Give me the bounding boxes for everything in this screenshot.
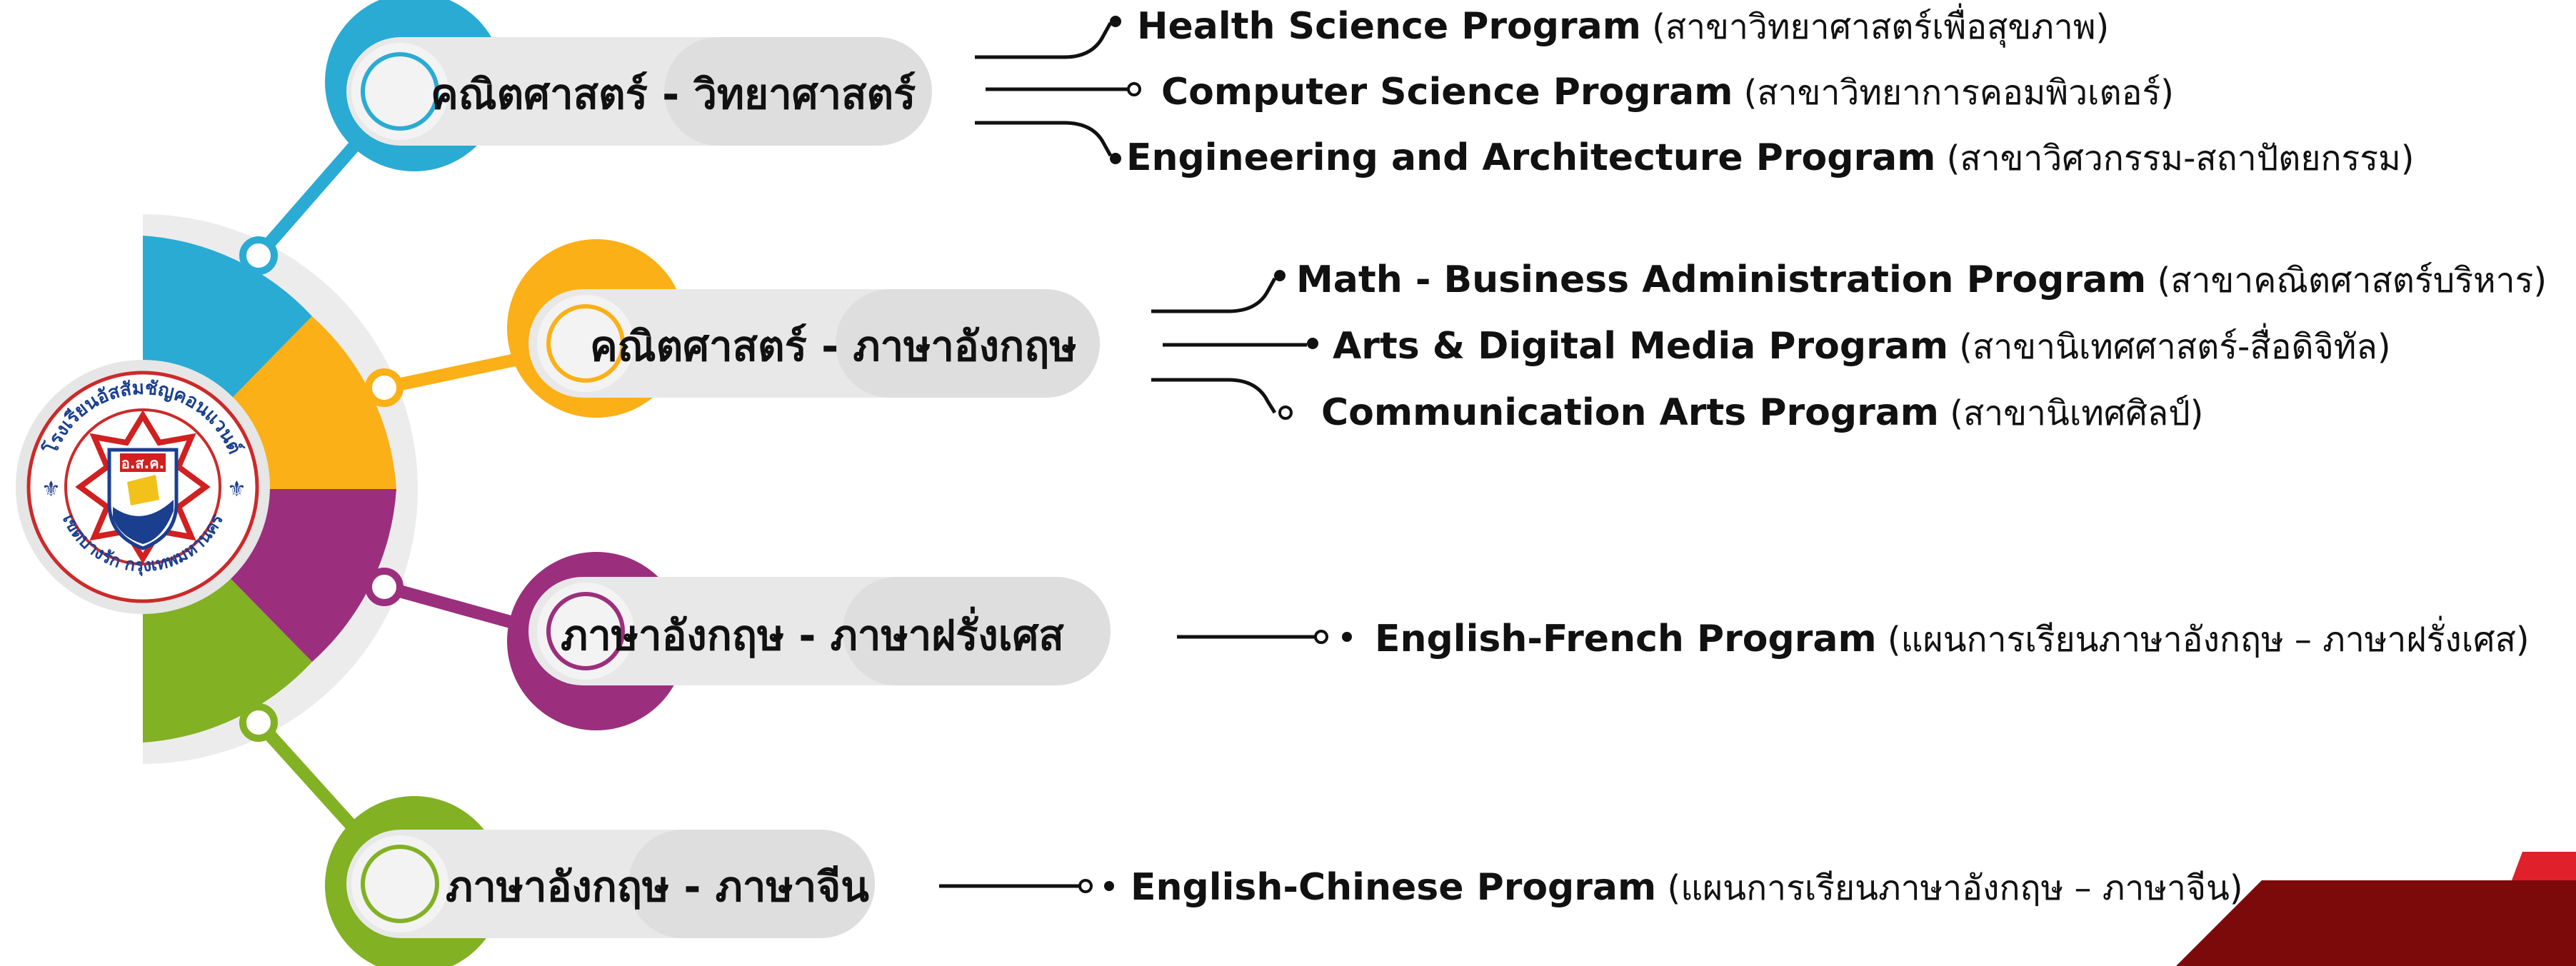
branch-title-2: คณิตศาสตร์ - ภาษาอังกฤษ <box>590 322 1077 371</box>
connector-dot-1 <box>239 236 278 275</box>
connector-dot-4 <box>239 703 278 742</box>
corner-decoration <box>2176 852 2576 966</box>
bracket-branch-4 <box>939 879 1114 893</box>
connector-dot-2 <box>365 368 404 407</box>
bracket-branch-3 <box>1177 630 1352 644</box>
fleur-de-lis-icon-left: ⚜ <box>41 477 61 502</box>
program-label: Communication Arts Program (สาขานิเทศศิล… <box>1321 391 2204 434</box>
bracket-dots-2 <box>1274 270 1318 420</box>
connector-dot-3 <box>365 568 404 606</box>
program-label: Health Science Program (สาขาวิทยาศาสตร์เ… <box>1137 5 2110 48</box>
branch-title-3: ภาษาอังกฤษ - ภาษาฝรั่งเศส <box>561 611 1064 660</box>
branch-node-3 <box>507 552 1111 730</box>
program-label: English-Chinese Program (แผนการเรียนภาษา… <box>1131 866 2243 909</box>
bracket-branch-2 <box>1151 277 1307 414</box>
program-label: Computer Science Program (สาขาวิทยาการคอ… <box>1161 71 2174 114</box>
branch-title-1: คณิตศาสตร์ - วิทยาศาสตร์ <box>431 70 916 119</box>
logo-emblem-text: อ.ส.ค. <box>121 455 164 472</box>
branch-node-4 <box>325 796 875 966</box>
program-label: English-French Program (แผนการเรียนภาษาอ… <box>1375 618 2530 660</box>
program-label: Arts & Digital Media Program (สาขานิเทศศ… <box>1333 325 2391 368</box>
bracket-dots-1 <box>1110 16 1141 164</box>
branch-node-2 <box>507 239 1100 418</box>
connector-1 <box>254 139 362 260</box>
connector-2 <box>383 351 530 394</box>
branch-node-1 <box>325 0 932 171</box>
program-label: Math - Business Administration Program (… <box>1296 258 2547 301</box>
branch-title-4: ภาษาอังกฤษ - ภาษาจีน <box>446 862 869 911</box>
school-logo: โรงเรียนอัสสัมชัญคอนแวนต์ เขตบางรัก กรุง… <box>16 360 270 614</box>
connector-4 <box>254 718 362 837</box>
connector-3 <box>382 580 531 633</box>
program-label: Engineering and Architecture Program (สา… <box>1126 136 2415 179</box>
fleur-de-lis-icon-right: ⚜ <box>227 477 246 502</box>
bracket-branch-1 <box>975 21 1128 157</box>
